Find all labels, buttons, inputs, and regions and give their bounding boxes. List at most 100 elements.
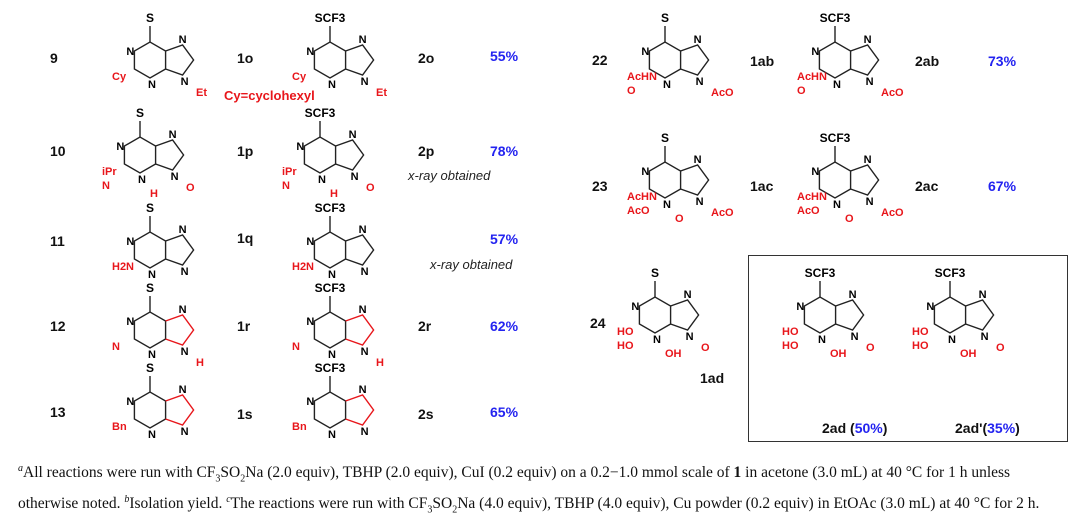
footnote-text: SO	[220, 464, 241, 482]
yield: 73%	[988, 53, 1017, 69]
footnote-text: All reactions were run with CF	[23, 464, 216, 482]
substituent-label: Cy	[112, 71, 127, 83]
top-substituent: S	[661, 11, 669, 25]
yield: 65%	[490, 404, 519, 420]
reactant-id: 1ad	[700, 370, 725, 386]
substituent-label: Bn	[112, 421, 127, 433]
five-ring	[965, 299, 995, 331]
ring-atom: N	[181, 76, 189, 88]
substituent-label: HO	[782, 340, 799, 352]
footnote-sub: 2	[452, 504, 458, 516]
pyrimidine-ring	[818, 161, 852, 199]
five-ring	[155, 139, 185, 171]
ring-atom: N	[306, 316, 314, 328]
ring-atom: N	[686, 331, 694, 343]
ring-atom: N	[641, 166, 649, 178]
entry-number: 22	[592, 52, 608, 68]
ring-atom: N	[359, 34, 367, 46]
ring-atom: N	[306, 396, 314, 408]
ring-atom: N	[833, 79, 841, 91]
reactant-id: 1s	[237, 406, 253, 422]
ring-atom: N	[796, 301, 804, 313]
ring-atom: N	[179, 34, 187, 46]
product-box	[748, 255, 1068, 442]
ring-atom: N	[359, 384, 367, 396]
top-substituent: S	[136, 106, 144, 120]
top-substituent: SCF3	[315, 11, 346, 25]
entry-number: 11	[50, 233, 65, 249]
ring-atom: N	[811, 46, 819, 58]
ring-atom: N	[179, 304, 187, 316]
reactant-id: 1ac	[750, 178, 774, 194]
ring-atom: N	[126, 236, 134, 248]
ring-atom: N	[296, 141, 304, 153]
substituent-label: AcO	[797, 205, 820, 217]
pyrimidine-ring	[313, 41, 347, 79]
top-substituent: SCF3	[315, 281, 346, 295]
substituent-label: O	[675, 213, 684, 225]
ring-atom: N	[328, 349, 336, 361]
ring-atom: N	[684, 289, 692, 301]
ring-atom: N	[866, 76, 874, 88]
five-ring	[345, 44, 375, 76]
substituent-label: O	[866, 342, 875, 354]
ring-atom: N	[979, 289, 987, 301]
five-ring	[165, 314, 195, 346]
yield: 35%	[987, 420, 1016, 436]
pyrimidine-ring	[133, 311, 167, 349]
substituent-label: Et	[376, 87, 387, 99]
five-ring	[345, 314, 375, 346]
ring-atom: N	[866, 196, 874, 208]
substituent-label: AcHN	[627, 191, 657, 203]
yield: 78%	[490, 143, 519, 159]
ring-atom: N	[631, 301, 639, 313]
substituent-label: N	[292, 341, 300, 353]
ring-atom: N	[181, 266, 189, 278]
ring-atom: N	[696, 196, 704, 208]
substituent-label: HO	[782, 326, 799, 338]
ring-atom: N	[361, 266, 369, 278]
reactant-id: 1r	[237, 318, 251, 334]
pyrimidine-ring	[818, 41, 852, 79]
top-substituent: SCF3	[935, 266, 966, 280]
pyrimidine-ring	[133, 231, 167, 269]
entry-number: 13	[50, 404, 66, 420]
substituent-label: H2N	[292, 261, 314, 273]
product-id: 2r	[418, 318, 432, 334]
footnote-sub: 3	[427, 504, 433, 516]
cy-definition: Cy=cyclohexyl	[224, 88, 315, 103]
ring-atom: N	[349, 129, 357, 141]
five-ring	[345, 394, 375, 426]
pyrimidine-ring	[933, 296, 967, 334]
substituent-label: iPr	[282, 166, 297, 178]
top-substituent: SCF3	[315, 201, 346, 215]
top-substituent: S	[651, 266, 659, 280]
top-substituent: S	[661, 131, 669, 145]
pyrimidine-ring	[133, 391, 167, 429]
substituent-label: N	[102, 180, 110, 192]
substituent-label: Cy	[292, 71, 307, 83]
five-ring	[165, 394, 195, 426]
substituent-label: AcHN	[797, 191, 827, 203]
yield: 62%	[490, 318, 519, 334]
entry-number: 9	[50, 50, 58, 66]
substituent-label: HO	[617, 326, 634, 338]
ring-atom: N	[138, 174, 146, 186]
yield: 55%	[490, 48, 519, 64]
ring-atom: N	[361, 426, 369, 438]
pyrimidine-ring	[648, 41, 682, 79]
footnote-bold: 1	[733, 464, 742, 482]
